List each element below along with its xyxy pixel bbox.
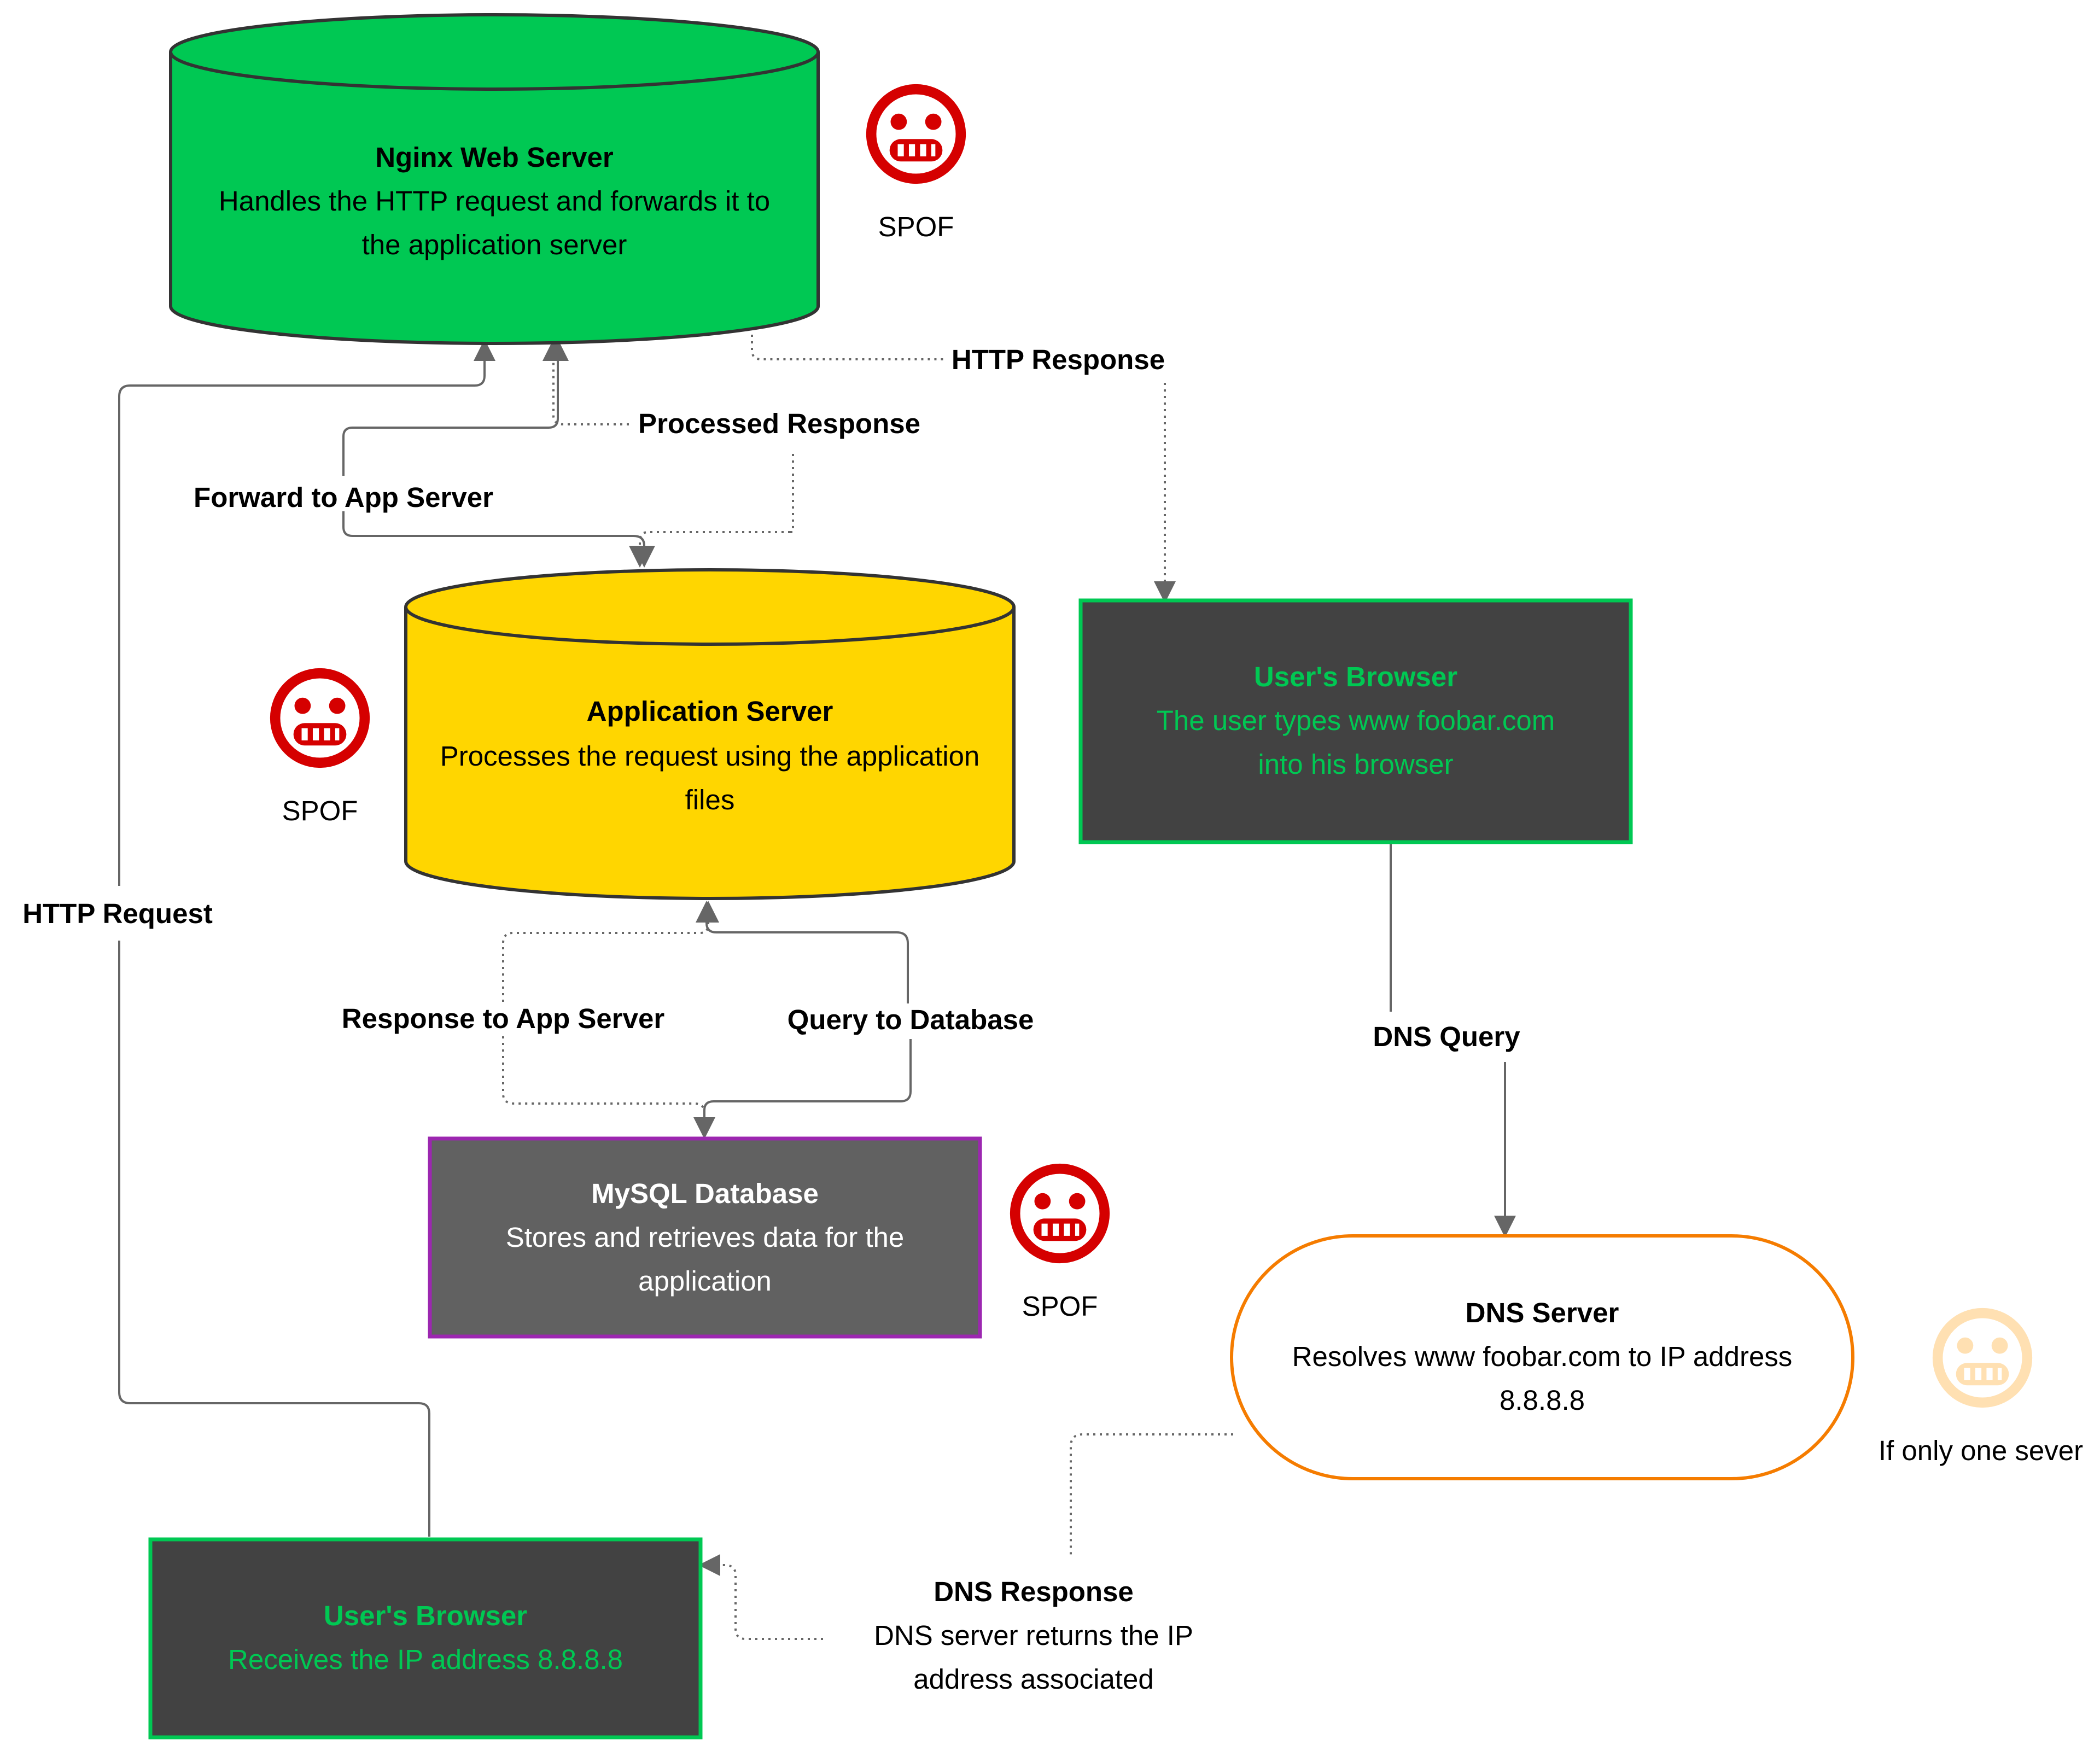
query-to-database-label: Query to Database <box>788 1004 1034 1035</box>
node-mysql-database: MySQL Database Stores and retrieves data… <box>428 1136 982 1339</box>
spof-marker-nginx: SPOF <box>871 89 961 242</box>
browser-bottom-title: User's Browser <box>324 1600 527 1631</box>
spof-marker-dns: If only one sever <box>1879 1313 2083 1466</box>
app-server-desc-line1: Processes the request using the applicat… <box>440 740 980 772</box>
dns-server-title: DNS Server <box>1466 1297 1619 1328</box>
dns-server-desc-line2: 8.8.8.8 <box>1500 1385 1585 1416</box>
response-to-app-label: Response to App Server <box>342 1003 665 1034</box>
grimace-face-icon <box>871 89 961 179</box>
mysql-desc-line1: Stores and retrieves data for the <box>506 1222 905 1253</box>
grimace-face-icon <box>275 673 365 763</box>
browser-top-desc-line1: The user types www foobar.com <box>1157 705 1555 736</box>
edge-dns-query: DNS Query <box>1373 843 1520 1238</box>
mysql-title: MySQL Database <box>591 1178 819 1209</box>
app-server-title: Application Server <box>587 696 833 727</box>
forward-to-app-label: Forward to App Server <box>194 482 493 513</box>
dns-response-line1: DNS server returns the IP <box>874 1620 1193 1651</box>
app-server-desc-line2: files <box>685 784 735 815</box>
dns-single-server-note: If only one sever <box>1879 1435 2083 1466</box>
spof-label-mysql: SPOF <box>1022 1291 1098 1322</box>
spof-marker-mysql: SPOF <box>1015 1169 1105 1322</box>
browser-top-desc-line2: into his browser <box>1258 749 1453 780</box>
edge-http-request: HTTP Request <box>22 339 495 1537</box>
edge-query-to-database: Query to Database <box>693 901 1034 1139</box>
nginx-title: Nginx Web Server <box>375 142 614 173</box>
edge-processed-response: Processed Response <box>542 339 920 568</box>
spof-label-nginx: SPOF <box>878 211 954 242</box>
node-application-server: Application Server Processes the request… <box>404 568 1016 900</box>
dns-server-desc-line1: Resolves www foobar.com to IP address <box>1292 1341 1793 1372</box>
node-users-browser-top: User's Browser The user types www foobar… <box>1078 598 1633 844</box>
http-request-label: HTTP Request <box>22 898 213 929</box>
spof-marker-app-server: SPOF <box>275 673 365 826</box>
edge-forward-to-app: Forward to App Server <box>194 339 655 568</box>
browser-bottom-desc-line1: Receives the IP address 8.8.8.8 <box>228 1644 623 1675</box>
nginx-desc-line1: Handles the HTTP request and forwards it… <box>219 185 770 217</box>
spof-label-app-server: SPOF <box>282 795 358 826</box>
node-nginx-web-server: Nginx Web Server Handles the HTTP reques… <box>169 13 820 345</box>
browser-top-title: User's Browser <box>1254 661 1457 692</box>
nginx-desc-line2: the application server <box>362 229 627 260</box>
node-users-browser-bottom: User's Browser Receives the IP address 8… <box>148 1537 703 1740</box>
mysql-desc-line2: application <box>638 1265 772 1297</box>
http-response-label: HTTP Response <box>952 344 1165 375</box>
grimace-face-icon <box>1938 1313 2027 1403</box>
node-dns-server: DNS Server Resolves www foobar.com to IP… <box>1230 1234 1854 1480</box>
edge-dns-response: DNS Response DNS server returns the IP a… <box>698 1433 1233 1695</box>
edge-response-to-app: Response to App Server <box>342 901 719 1135</box>
dns-response-line2: address associated <box>913 1664 1153 1695</box>
dns-response-label: DNS Response <box>934 1576 1134 1607</box>
edge-http-response: HTTP Response <box>751 328 1176 603</box>
processed-response-label: Processed Response <box>638 408 920 439</box>
grimace-face-icon <box>1015 1169 1105 1258</box>
dns-query-label: DNS Query <box>1373 1021 1520 1052</box>
